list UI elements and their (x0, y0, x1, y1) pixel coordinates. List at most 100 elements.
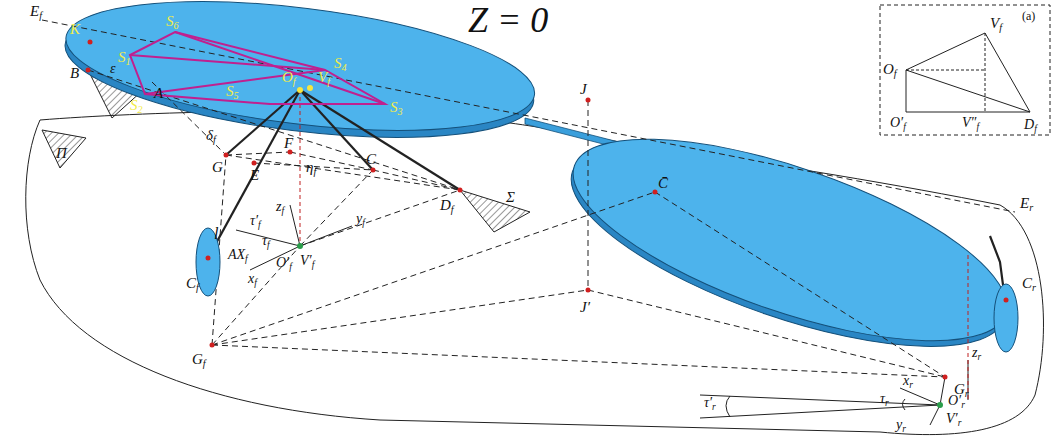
point-label: (a) (1022, 10, 1035, 22)
point-label: E (250, 168, 259, 183)
point-label: yr (896, 418, 906, 432)
point-label: S2 (130, 98, 143, 113)
point-marker (586, 98, 591, 103)
point-label: J′ (580, 300, 590, 315)
dashed-construction-line (212, 192, 655, 345)
axis-line (726, 396, 730, 417)
point-marker (586, 288, 591, 293)
point-label: Vf (990, 16, 1002, 31)
center-point (297, 85, 943, 408)
axis-line (900, 388, 940, 405)
vertical-projection (300, 90, 968, 400)
point-label: S3 (390, 100, 403, 115)
point-marker (371, 168, 376, 173)
dashed-construction-line (300, 170, 373, 246)
center-point (297, 87, 303, 93)
point-label: O′r (948, 394, 965, 408)
point-label: S6 (166, 14, 179, 29)
vertical-projection (300, 90, 301, 246)
inset-box (880, 5, 1050, 135)
point-label: xf (248, 272, 257, 286)
center-point (937, 402, 943, 408)
axis-line (940, 377, 945, 405)
point-label: yf (356, 212, 365, 226)
point-label: ε (110, 62, 116, 76)
dashed-construction-line (655, 192, 945, 377)
dashed-construction-line (212, 345, 945, 377)
steering-arm (208, 90, 1005, 300)
inset-box (906, 70, 1030, 112)
point-label: S4 (334, 56, 347, 71)
point-label: F (284, 136, 293, 151)
axis-line (700, 405, 940, 418)
point-label: G (212, 160, 223, 175)
dashed-construction-line (588, 290, 945, 377)
point-label: zf (276, 200, 284, 214)
dashed-construction-line (300, 190, 460, 246)
point-label: τf (262, 234, 270, 248)
point-marker (252, 161, 257, 166)
wheel (196, 228, 1018, 352)
axis-line (290, 205, 300, 246)
point-marker (224, 153, 229, 158)
hexagon (175, 32, 385, 104)
inset-box (880, 5, 1050, 135)
point-label: δf (206, 128, 216, 143)
point-label: ηf (306, 160, 316, 175)
steering-arm (226, 90, 300, 155)
point-label: J (580, 82, 587, 97)
dashed-construction-line (42, 20, 1015, 377)
inset-box (906, 70, 907, 112)
formula-label: Z = 0 (468, 2, 548, 38)
axis-line (236, 205, 968, 425)
point-label: O′f (890, 116, 906, 130)
inset-box (985, 33, 986, 112)
hexagon (130, 55, 325, 70)
hatched-plane (42, 130, 86, 168)
point-label: Vf (318, 70, 330, 85)
dashed-construction-line (212, 290, 588, 345)
point-label: Gf (192, 352, 206, 367)
point-label: Df (440, 198, 454, 213)
point-marker (458, 188, 463, 193)
point-label: Cr (1022, 276, 1036, 291)
point-marker (88, 40, 93, 45)
inset-box (906, 70, 985, 71)
dashed-construction-line (88, 70, 460, 190)
inset-box (906, 33, 985, 70)
rear-disc (551, 98, 1029, 383)
point-label: Cf (186, 276, 199, 291)
point-label: V″f (962, 116, 979, 130)
point-label: C (366, 152, 376, 167)
dashed-construction-line (373, 170, 460, 190)
dashed-construction-line (226, 152, 290, 155)
point-label: Of (883, 62, 897, 77)
point-label: τr (880, 392, 889, 406)
point-label: S1 (118, 50, 131, 65)
rear-disc (549, 98, 1029, 388)
point-marker (653, 190, 658, 195)
inset-box (985, 33, 1030, 112)
dashed-construction-line (42, 20, 1015, 212)
hexagon (130, 32, 385, 104)
point-label: AXf (228, 248, 248, 262)
point-label: zr (972, 346, 981, 360)
axis-line (250, 246, 300, 270)
center-point (307, 85, 313, 91)
point-label: τ′r (704, 396, 716, 410)
point-label: Ef (30, 4, 42, 19)
point-marker (210, 343, 215, 348)
point-marker (86, 40, 1009, 380)
point-label: l (214, 226, 218, 242)
point-marker (943, 375, 948, 380)
point-marker (1004, 298, 1009, 303)
point-label: A (154, 86, 163, 101)
dashed-construction-line (588, 100, 589, 290)
dashed-construction-line (152, 82, 226, 155)
hatched-plane (460, 190, 530, 232)
axis-line (300, 226, 352, 246)
dashed-construction-line (212, 246, 300, 345)
point-label: Df (1024, 118, 1037, 132)
steering-arm (208, 90, 300, 258)
point-label: Of (282, 70, 296, 85)
